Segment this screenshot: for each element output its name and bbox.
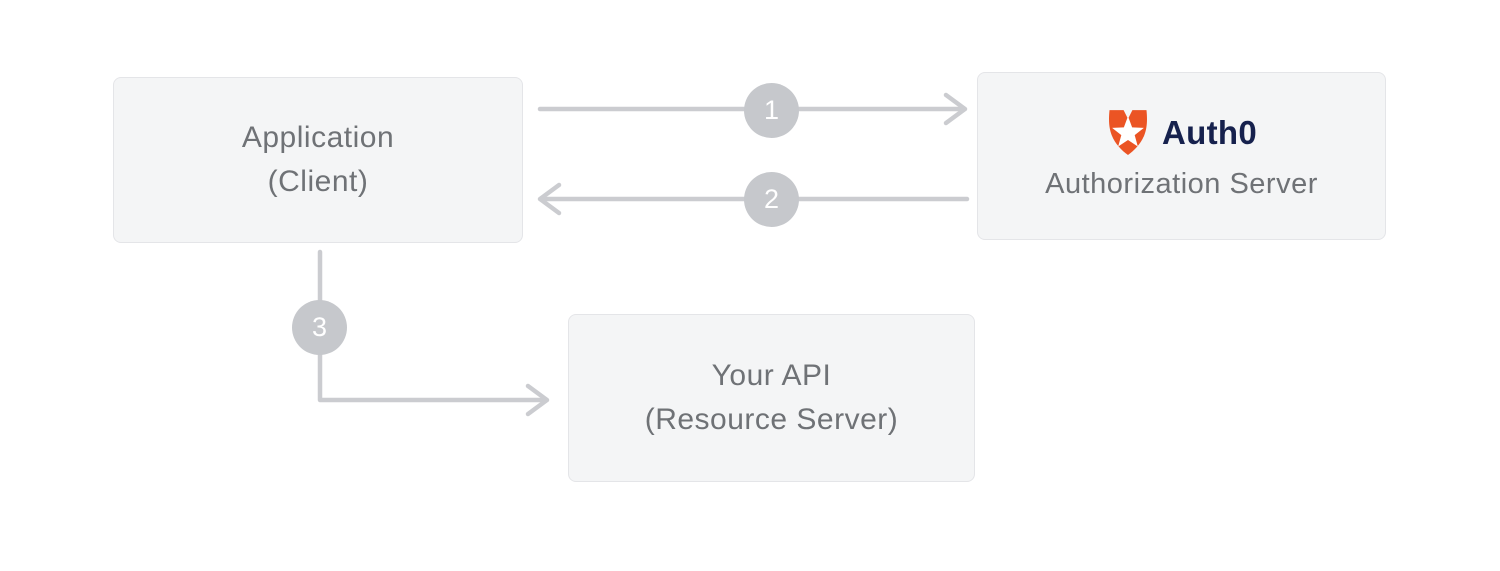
authorization-server-node: Auth0 Authorization Server — [977, 72, 1386, 240]
auth0-shield-icon — [1109, 110, 1147, 155]
step-badge-3: 3 — [292, 300, 347, 355]
application-title: Application — [241, 121, 395, 154]
auth0-brand-text: Auth0 — [1162, 114, 1257, 151]
api-subtitle: (Resource Server) — [644, 403, 899, 436]
auth0-logo: Auth0 — [1106, 108, 1257, 158]
step-badge-2: 2 — [744, 172, 799, 227]
api-title: Your API — [711, 359, 832, 392]
authorization-server-title: Authorization Server — [1045, 168, 1318, 200]
step-badge-1: 1 — [744, 83, 799, 138]
arrow-3 — [317, 249, 550, 417]
api-resource-server-node: Your API (Resource Server) — [568, 314, 975, 482]
application-subtitle: (Client) — [267, 165, 369, 198]
application-client-node: Application (Client) — [113, 77, 523, 243]
